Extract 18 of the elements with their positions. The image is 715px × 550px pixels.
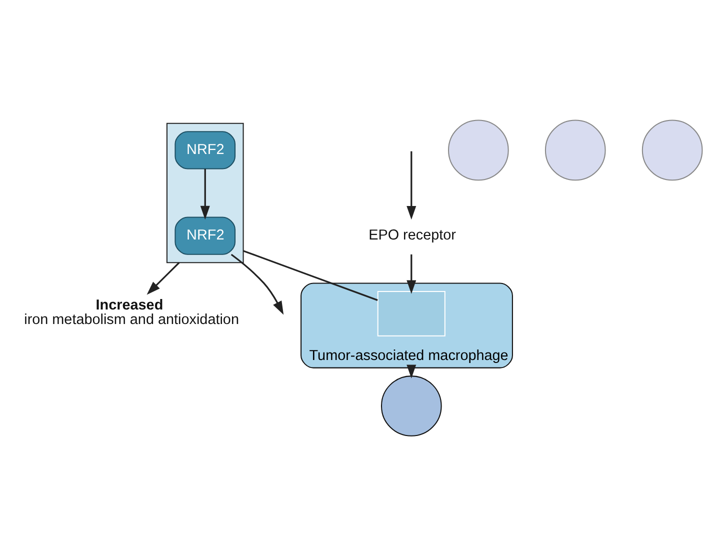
arrow <box>406 364 416 378</box>
node-circle <box>544 119 606 180</box>
node-box <box>377 290 446 336</box>
node-circle <box>448 119 509 180</box>
node-text: EPO receptor <box>368 227 456 244</box>
connector <box>243 250 378 300</box>
node-box: NRF2 <box>174 216 236 254</box>
node-text: Increased iron metabolism and antioxidation <box>24 297 239 328</box>
arrow <box>406 150 416 220</box>
cluster: Tumor-associated macrophage <box>300 282 513 368</box>
node-box: NRF2 <box>174 130 236 169</box>
node-circle <box>380 375 442 436</box>
node-circle <box>642 119 703 180</box>
cluster <box>166 122 244 263</box>
arrow <box>230 253 284 314</box>
arrow <box>200 168 210 220</box>
arrow <box>406 254 416 294</box>
arrow <box>146 262 180 294</box>
